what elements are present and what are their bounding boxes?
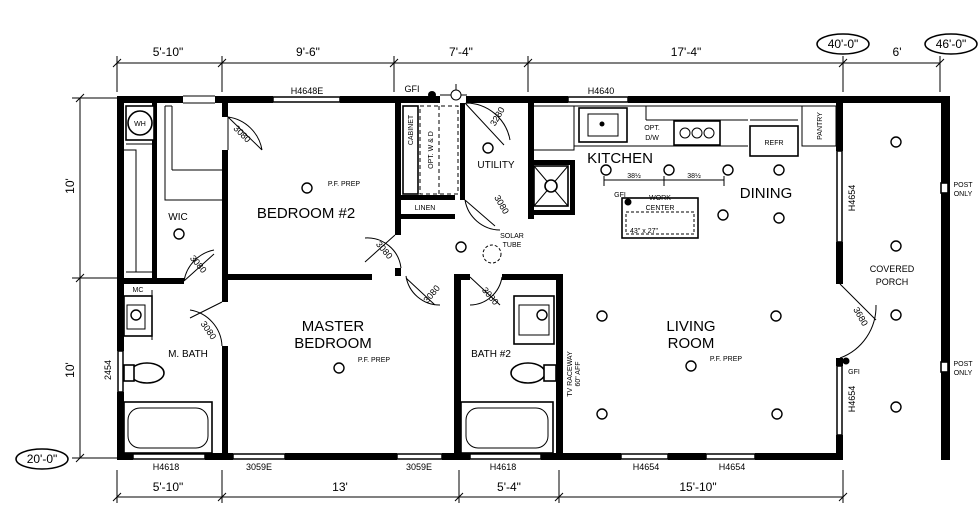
label-wh: WH xyxy=(134,121,146,128)
windows: H4648E H4640 H4618 3059E 3059E H4618 H46… xyxy=(103,86,857,472)
label-post-top-line2: ONLY xyxy=(954,191,973,198)
window-h4654-bottom-left: H4654 xyxy=(633,462,660,472)
room-utility: UTILITY xyxy=(477,160,515,171)
room-porch-line1: COVERED xyxy=(870,264,915,274)
label-work-center-line2: CENTER xyxy=(646,205,675,212)
dim-top-3: 7'-4" xyxy=(449,45,473,59)
label-mc: MC xyxy=(133,287,144,294)
door-3080-utility-hall: 3080 xyxy=(492,193,511,215)
door-3080-master: 3080 xyxy=(421,283,442,305)
dim-left-upper: 10' xyxy=(63,178,77,194)
room-wic: WIC xyxy=(168,212,187,223)
door-3080-bedroom2: 3080 xyxy=(374,239,395,261)
window-h4654-living: H4654 xyxy=(847,386,857,413)
room-bedroom2: BEDROOM #2 xyxy=(257,205,355,222)
window-h4654-dining: H4654 xyxy=(847,185,857,212)
label-gfi-utility: GFI xyxy=(405,84,420,94)
label-tv-line2: 60" AFF xyxy=(575,361,582,386)
label-spacing-left: 38½ xyxy=(627,172,641,180)
ceiling-lights xyxy=(130,136,902,420)
label-opt-wd: OPT. W & D xyxy=(428,131,435,169)
room-porch-line2: PORCH xyxy=(876,277,909,287)
walls xyxy=(117,96,950,460)
dim-top-4: 17'-4" xyxy=(671,45,702,59)
room-master-line2: BEDROOM xyxy=(294,335,372,352)
window-h4640: H4640 xyxy=(588,86,615,96)
room-dining: DINING xyxy=(740,185,793,202)
label-gfi-porch: GFI xyxy=(848,369,860,376)
window-h4618-bath2: H4618 xyxy=(490,462,517,472)
room-master-line1: MASTER xyxy=(302,318,365,335)
door-3680-porch: 3680 xyxy=(851,305,870,327)
room-living-line1: LIVING xyxy=(666,318,715,335)
room-labels: BEDROOM #2 MASTER BEDROOM KITCHEN DINING… xyxy=(168,150,915,360)
label-refr: REFR xyxy=(764,140,783,147)
label-cabinet: CABINET xyxy=(408,114,415,145)
window-h4618-mbath: H4618 xyxy=(153,462,180,472)
window-3059e-left: 3059E xyxy=(246,462,272,472)
dim-total-40: 40'-0" xyxy=(828,37,859,51)
window-2454: 2454 xyxy=(103,360,113,380)
door-3080-mbath: 3080 xyxy=(199,319,219,341)
dim-bottom-1: 5'-10" xyxy=(153,480,184,494)
top-dimensions: 5'-10" 9'-6" 7'-4" 17'-4" 6' 40'-0" 46'-… xyxy=(112,33,978,92)
label-pf-prep-bedroom2: P.F. PREP xyxy=(328,181,360,188)
label-tv-line1: TV RACEWAY xyxy=(567,351,574,397)
label-post-bottom-line1: POST xyxy=(953,361,973,368)
dim-top-5: 6' xyxy=(893,45,902,59)
window-h4654-bottom-right: H4654 xyxy=(719,462,746,472)
left-dimensions: 10' 10' 20'-0" xyxy=(15,93,118,470)
room-mbath: M. BATH xyxy=(168,349,208,360)
label-pf-prep-master: P.F. PREP xyxy=(358,357,390,364)
label-opt-dw-line1: OPT. xyxy=(644,125,660,132)
label-work-center-line1: WORK xyxy=(649,195,671,202)
label-solar-line2: TUBE xyxy=(503,242,522,249)
fixtures: WH MC TV RACEWAY 60" AFF CABINET OPT. W xyxy=(123,84,973,454)
dim-bottom-3: 5'-4" xyxy=(497,480,521,494)
dim-bottom-2: 13' xyxy=(332,480,348,494)
label-solar-line1: SOLAR xyxy=(500,233,524,240)
window-3059e-right: 3059E xyxy=(406,462,432,472)
bottom-dimensions: 5'-10" 13' 5'-4" 15'-10" xyxy=(112,470,848,503)
dim-top-1: 5'-10" xyxy=(153,45,184,59)
dim-total-46: 46'-0" xyxy=(936,37,967,51)
label-linen: LINEN xyxy=(415,205,436,212)
label-island-size: 43" x 27" xyxy=(630,228,658,235)
room-kitchen: KITCHEN xyxy=(587,150,653,167)
label-spacing-right: 38½ xyxy=(687,172,701,180)
dim-left-lower: 10' xyxy=(63,362,77,378)
label-post-top-line1: POST xyxy=(953,182,973,189)
dim-left-total: 20'-0" xyxy=(27,452,58,466)
room-bath2: BATH #2 xyxy=(471,349,511,360)
label-opt-dw-line2: D/W xyxy=(645,135,659,142)
dim-bottom-4: 15'-10" xyxy=(679,480,716,494)
label-pantry: PANTRY xyxy=(817,112,824,140)
label-gfi-island: GFI xyxy=(614,192,626,199)
label-pf-prep-living: P.F. PREP xyxy=(710,356,742,363)
label-post-bottom-line2: ONLY xyxy=(954,370,973,377)
window-h4648e: H4648E xyxy=(291,86,324,96)
room-living-line2: ROOM xyxy=(668,335,715,352)
dim-top-2: 9'-6" xyxy=(296,45,320,59)
